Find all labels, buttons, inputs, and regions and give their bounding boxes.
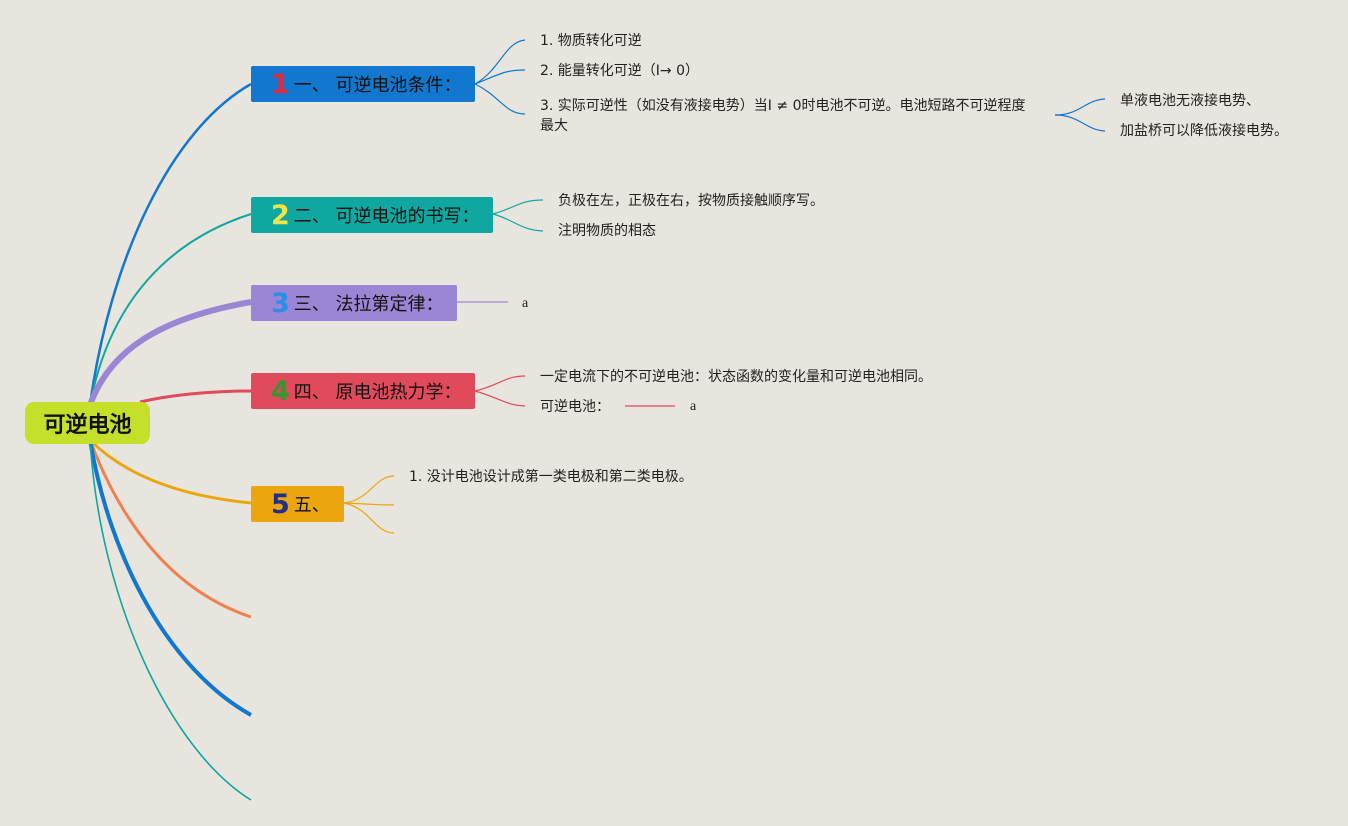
- branch-title-5: 五、: [293, 495, 330, 516]
- connector-branch-1: [88, 82, 252, 406]
- connector-extra-1: [88, 439, 252, 619]
- branch-node-4[interactable]: 4 四、 原电池热力学：: [251, 373, 475, 409]
- connector-branch-5: [88, 438, 252, 505]
- branch-node-3[interactable]: 3 三、 法拉第定律：: [251, 285, 457, 321]
- branch-title-4: 四、 原电池热力学：: [293, 382, 462, 403]
- branch-number-2: 2: [271, 199, 290, 231]
- branch-title-2: 二、 可逆电池的书写：: [293, 206, 480, 227]
- leaf-4-1[interactable]: 一定电流下的不可逆电池：状态函数的变化量和可逆电池相同。: [540, 369, 932, 385]
- branch-title-3: 三、 法拉第定律：: [293, 294, 444, 315]
- branch-node-5[interactable]: 5 五、: [251, 486, 344, 522]
- leaf-2-2[interactable]: 注明物质的相态: [558, 223, 656, 239]
- leaf-3-1[interactable]: a: [522, 296, 529, 311]
- leaf-1-2[interactable]: 2. 能量转化可逆（I→ 0）: [540, 63, 700, 79]
- leaf-4-2-1[interactable]: a: [690, 399, 697, 414]
- connector-branch-5-leaves: [343, 475, 395, 534]
- connector-branch-3: [87, 299, 252, 407]
- branch-number-5: 5: [271, 488, 290, 520]
- leaf-1-3[interactable]: 3. 实际可逆性（如没有液接电势）当I ≠ 0时电池不可逆。电池短路不可逆程度最…: [540, 98, 1026, 134]
- branch-number-3: 3: [271, 287, 290, 319]
- connector-branch-4: [139, 389, 252, 404]
- branch-title-1: 一、 可逆电池条件：: [293, 75, 462, 96]
- root-node[interactable]: 可逆电池: [25, 402, 150, 444]
- connector-branch-4-leaves: [474, 375, 675, 407]
- subleaf-1-3-1[interactable]: 单液电池无液接电势、: [1120, 93, 1260, 109]
- connector-extra-3: [89, 439, 252, 801]
- connector-extra-2: [88, 439, 252, 717]
- connector-branch-2-leaves: [492, 199, 544, 232]
- connector-branch-2: [89, 213, 252, 406]
- leaf-2-1[interactable]: 负极在左，正极在右，按物质接触顺序写。: [558, 193, 824, 209]
- leaf-4-2[interactable]: 可逆电池：: [540, 399, 610, 415]
- leaf-1-1[interactable]: 1. 物质转化可逆: [540, 33, 642, 49]
- connector-branch-1-leaves: [474, 39, 1106, 132]
- branch-number-4: 4: [271, 375, 290, 407]
- branch-number-1: 1: [271, 68, 290, 100]
- subleaf-1-3-2[interactable]: 加盐桥可以降低液接电势。: [1120, 123, 1288, 139]
- branch-node-2[interactable]: 2 二、 可逆电池的书写：: [251, 197, 493, 233]
- leaf-5-1[interactable]: 1. 没计电池设计成第一类电极和第二类电极。: [409, 469, 693, 485]
- branch-node-1[interactable]: 1 一、 可逆电池条件：: [251, 66, 475, 102]
